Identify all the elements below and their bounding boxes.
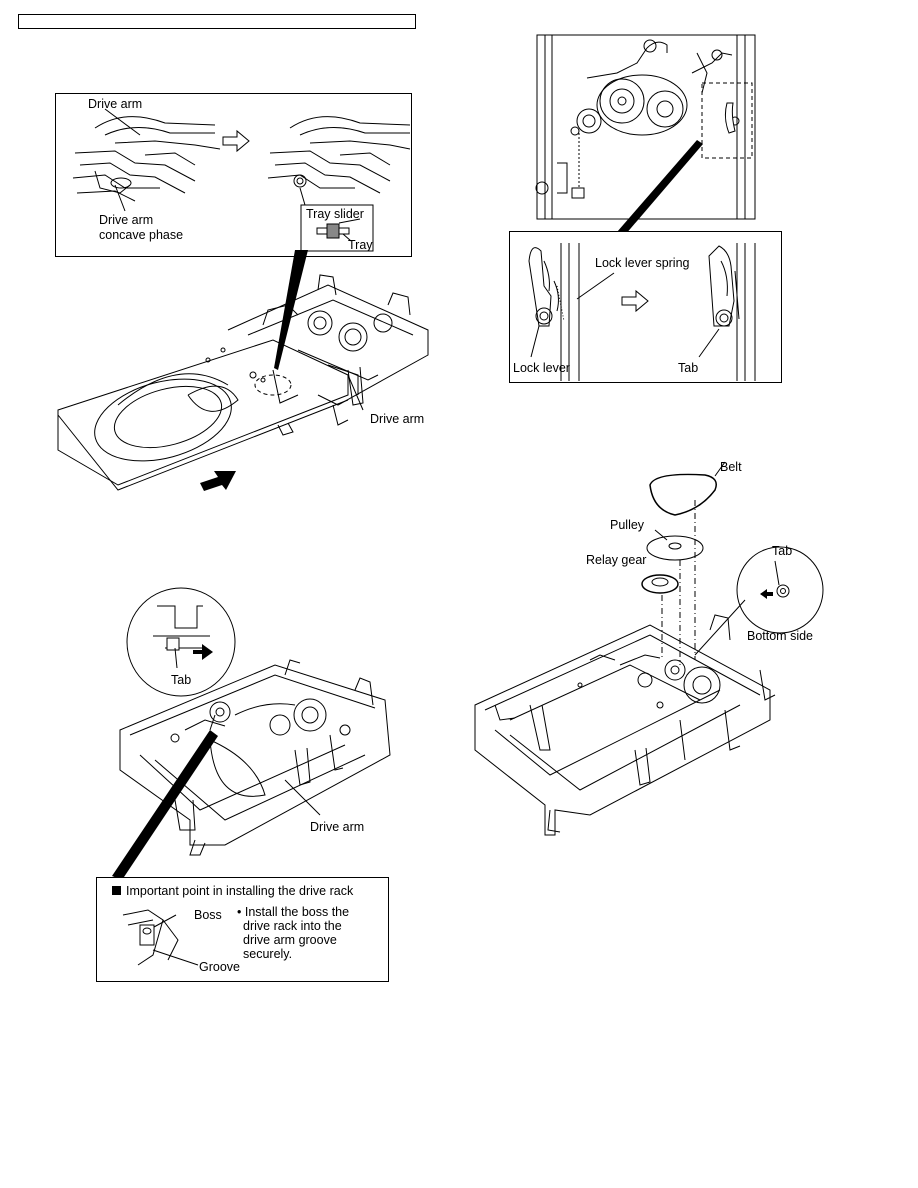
belt-label: Belt [720, 460, 742, 474]
rack-drive-arm-label: Drive arm [310, 820, 365, 834]
bottom-tab-label: Tab [772, 544, 793, 558]
lock-lever-label: Lock lever [513, 361, 570, 375]
rack-mechanism-drawing [119, 659, 391, 856]
relay-gear-drawing [641, 574, 679, 594]
rack-tab-circle [126, 587, 236, 697]
rack-tab-label: Tab [171, 673, 192, 687]
lock-tab-label: Tab [678, 361, 699, 375]
concave-label-line1: Drive arm [99, 213, 154, 227]
tray-inset-drive-arm-label: Drive arm [88, 97, 143, 111]
header-bar [18, 14, 416, 29]
tray-slider-label: Tray slider [306, 207, 364, 221]
belt-drawing [649, 461, 726, 516]
belt-guide-lines [661, 500, 696, 665]
tray-pointer-wedge [274, 250, 308, 370]
lock-pointer-wedge [617, 140, 703, 235]
boss-label: Boss [194, 908, 222, 922]
boss-groove-drawing [122, 909, 199, 966]
concave-label-line2: concave phase [99, 228, 184, 242]
tray-label: Tray [348, 238, 373, 252]
lock-lever-spring-label: Lock lever spring [595, 256, 690, 270]
tray-inset-drawing [72, 108, 411, 252]
note-title: Important point in installing the drive … [126, 884, 354, 898]
note-bullet-square [112, 886, 121, 895]
lock-top-drawing [535, 34, 756, 220]
drive-rack-note-box [96, 877, 389, 982]
note-line-1: • Install the boss the [237, 905, 350, 919]
pulley-drawing [646, 529, 704, 561]
relay-gear-label: Relay gear [586, 553, 647, 567]
groove-label: Groove [199, 960, 240, 974]
note-line-2: drive rack into the [243, 919, 342, 933]
rack-pointer-wedge [112, 730, 218, 880]
belt-mechanism-drawing [474, 614, 776, 836]
lock-inset-drawing [528, 243, 756, 381]
pulley-label: Pulley [610, 518, 645, 532]
tray-main-drive-arm-label: Drive arm [370, 412, 425, 426]
tray-mechanism-drawing [57, 274, 429, 491]
note-line-4: securely. [243, 947, 293, 961]
note-line-3: drive arm groove [243, 933, 337, 947]
bottom-tab-circle [736, 546, 824, 634]
bottom-side-label: Bottom side [747, 629, 814, 643]
belt-leader [694, 599, 746, 656]
